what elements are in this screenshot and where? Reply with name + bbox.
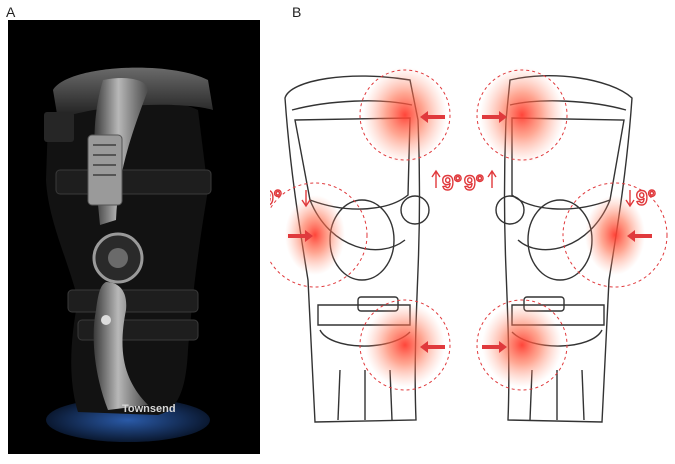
lower-strap <box>67 289 199 313</box>
brand-logo-text: Townsend <box>122 403 176 415</box>
left-arrows <box>288 111 445 353</box>
right-angle-label-lateral: 9° <box>464 172 484 195</box>
right-pressure-medial <box>585 195 645 275</box>
left-pressure-upper-lateral <box>363 67 447 163</box>
left-hinge <box>400 195 430 225</box>
left-pressure-lower-lateral <box>365 303 445 387</box>
pressure-diagram: 9° 9° 9° 9° <box>270 20 670 460</box>
left-arrow-lower <box>420 341 445 353</box>
knee-brace-photo: Townsend <box>8 20 260 454</box>
right-hinge <box>495 195 525 225</box>
right-rotation-arrow-down <box>625 190 635 208</box>
rivet <box>101 315 111 325</box>
lower-metal-frame <box>93 282 148 410</box>
right-angle-label: 9° <box>636 187 656 210</box>
panel-b-label: B <box>292 4 302 20</box>
right-mid-dashed-circle <box>562 182 668 288</box>
panel-a-label: A <box>6 4 16 20</box>
right-rotation-arrow-up <box>487 169 497 188</box>
right-pressure-upper-lateral <box>480 67 564 163</box>
right-arrow-upper <box>482 111 507 123</box>
left-mid-dashed-circle <box>270 182 368 288</box>
left-rotation-arrow-down <box>301 190 311 208</box>
upper-strap <box>55 169 212 195</box>
left-rotation-arrow-up <box>431 169 441 188</box>
knee-brace-illustration: Townsend <box>44 67 213 442</box>
strap-buckle <box>44 112 74 142</box>
left-lower-dashed-circle <box>359 299 451 391</box>
left-pressure-medial <box>285 195 345 275</box>
left-angle-label: 9° <box>270 187 282 210</box>
pressure-diagram-svg: 9° 9° 9° 9° <box>270 67 668 423</box>
right-lower-dashed-circle <box>476 299 568 391</box>
ratchet-mechanism <box>87 134 123 206</box>
left-arrow-upper <box>420 111 445 123</box>
left-upper-dashed-circle <box>359 69 451 161</box>
left-shin-line-1 <box>337 369 341 421</box>
hinge-center <box>108 248 128 268</box>
right-arrow-lower <box>482 341 507 353</box>
right-arrows <box>482 111 652 353</box>
right-pressure-lower-lateral <box>482 303 562 387</box>
left-angle-label-lateral: 9° <box>442 172 462 195</box>
right-arrow-medial <box>627 230 652 242</box>
right-shin-line-3 <box>581 369 585 421</box>
right-upper-dashed-circle <box>476 69 568 161</box>
left-arrow-medial <box>288 230 313 242</box>
